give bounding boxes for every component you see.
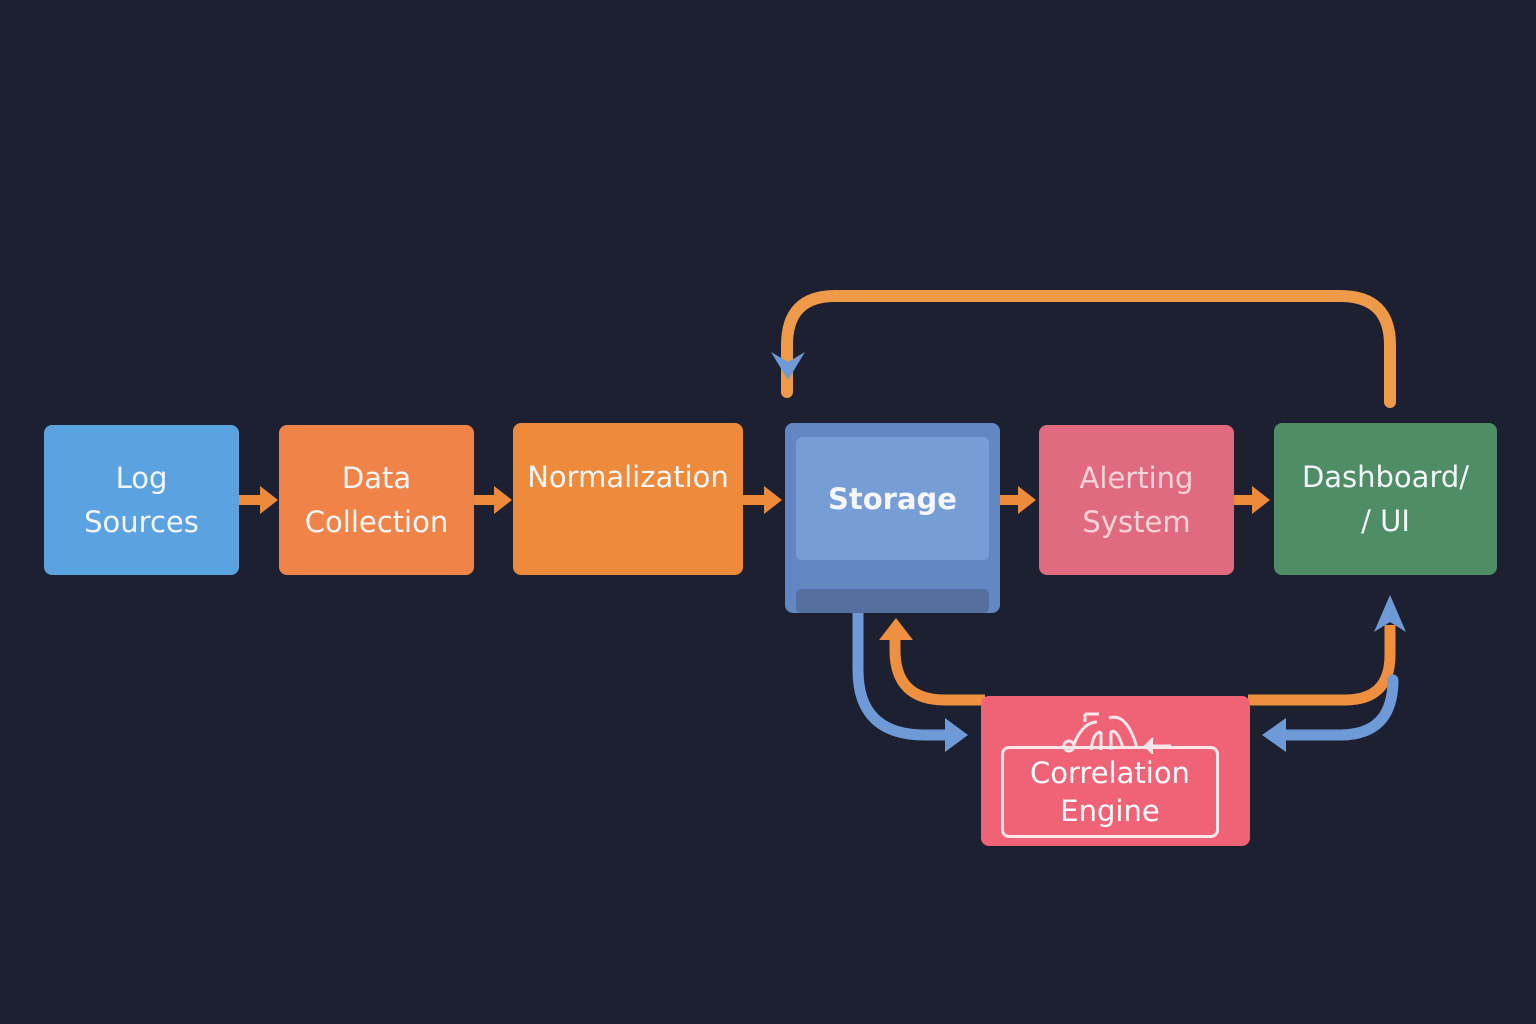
node-label-line: / UI [1361, 504, 1410, 538]
node-dashboard-ui[interactable]: Dashboard/ / UI [1274, 423, 1497, 575]
edge-collection-to-normalization [474, 486, 512, 514]
edge-correlation-to-storage [879, 618, 985, 706]
node-data-collection[interactable]: Data Collection [279, 425, 474, 575]
correlation-frame: Correlation Engine [1001, 746, 1219, 838]
node-correlation-engine[interactable]: Correlation Engine [981, 696, 1250, 846]
node-label-line: Storage [828, 481, 957, 516]
node-label-line: Correlation [1030, 756, 1190, 790]
edge-log-to-collection [239, 486, 278, 514]
node-normalization[interactable]: Normalization [513, 423, 743, 575]
node-label-line: Log [115, 461, 168, 495]
node-label-line: Dashboard/ [1301, 460, 1470, 494]
edge-alerting-to-dashboard [1234, 486, 1270, 514]
edge-storage-to-alerting [1000, 486, 1036, 514]
storage-panel: Storage [796, 437, 989, 560]
node-label-line: Data [341, 461, 412, 495]
storage-base-bar [796, 589, 989, 613]
edge-dashboard-to-storage-loop [771, 290, 1396, 408]
edge-dashboard-to-correlation [1262, 674, 1399, 752]
edge-correlation-to-dashboard [1248, 595, 1406, 706]
node-log-sources[interactable]: Log Sources [44, 425, 239, 575]
node-storage[interactable]: Storage [785, 423, 1000, 613]
edge-normalization-to-storage [743, 486, 782, 514]
node-alerting-system[interactable]: Alerting System [1039, 425, 1234, 575]
node-label-line: Collection [304, 505, 449, 539]
node-label-line: Normalization [527, 460, 729, 494]
node-label-line: System [1082, 505, 1191, 539]
node-label-line: Engine [1060, 794, 1160, 828]
edge-storage-to-correlation [852, 613, 968, 752]
node-label-line: Alerting [1079, 461, 1194, 495]
node-label-line: Sources [84, 505, 199, 539]
